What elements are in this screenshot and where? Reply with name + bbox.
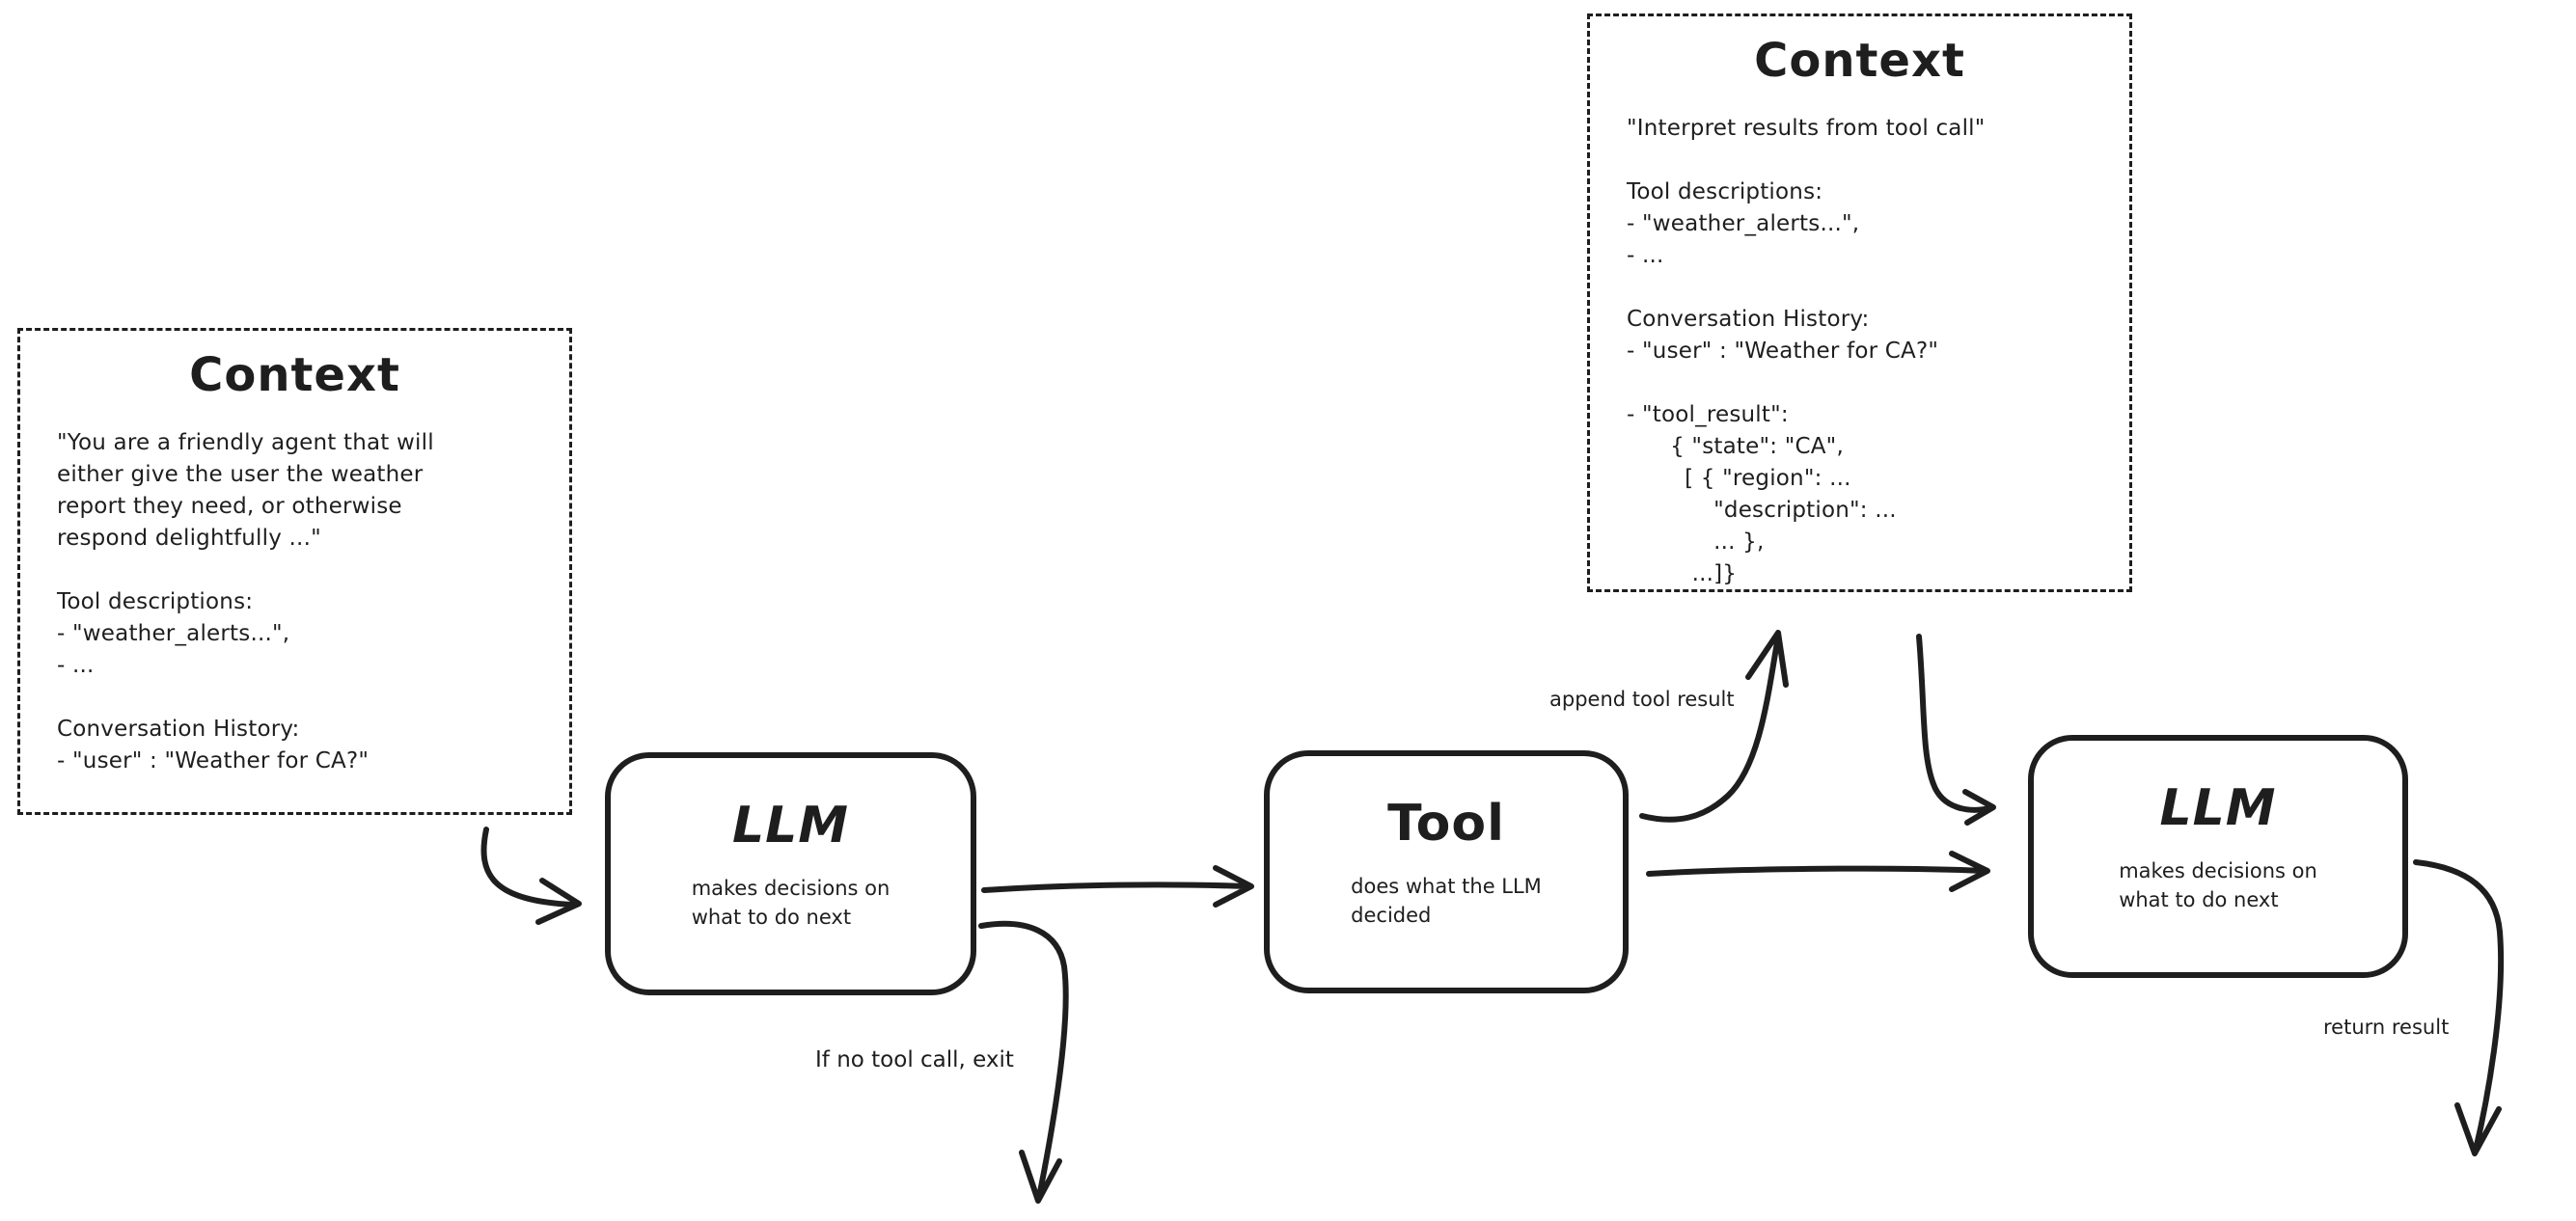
- context-box-left: Context "You are a friendly agent that w…: [17, 328, 572, 815]
- context-right-title: Context: [1754, 34, 1965, 88]
- edge-llm2-return-arrow: [2413, 859, 2505, 1156]
- node-tool-subtitle: does what the LLM decided: [1351, 875, 1542, 927]
- label-append-tool-result: append tool result: [1549, 688, 1735, 711]
- node-llm-1-title: LLM: [731, 797, 849, 855]
- edge-tool-to-llm2-arrow: [1646, 851, 1990, 892]
- edge-tool-to-context-right-arrow: [1639, 630, 1789, 823]
- context-left-title: Context: [189, 348, 400, 402]
- node-tool-title: Tool: [1387, 795, 1505, 853]
- context-right-body: "Interpret results from tool call" Tool …: [1627, 116, 1986, 586]
- edge-llm1-to-tool-arrow: [981, 865, 1254, 908]
- node-tool: Tool does what the LLM decided: [1264, 750, 1629, 993]
- edge-context-right-to-llm2-arrow: [1916, 634, 1996, 826]
- node-llm-2: LLM makes decisions on what to do next: [2028, 735, 2408, 978]
- node-llm-1: LLM makes decisions on what to do next: [605, 752, 976, 995]
- node-llm-1-subtitle: makes decisions on what to do next: [691, 877, 891, 929]
- context-left-body: "You are a friendly agent that will eith…: [57, 430, 434, 773]
- edge-context-left-to-llm1-arrow: [480, 827, 582, 925]
- context-box-right: Context "Interpret results from tool cal…: [1587, 14, 2132, 592]
- node-llm-2-title: LLM: [2159, 779, 2277, 837]
- label-if-no-tool-call-exit: If no tool call, exit: [815, 1047, 1014, 1072]
- node-llm-2-subtitle: makes decisions on what to do next: [2119, 859, 2317, 911]
- label-return-result: return result: [2323, 1016, 2450, 1039]
